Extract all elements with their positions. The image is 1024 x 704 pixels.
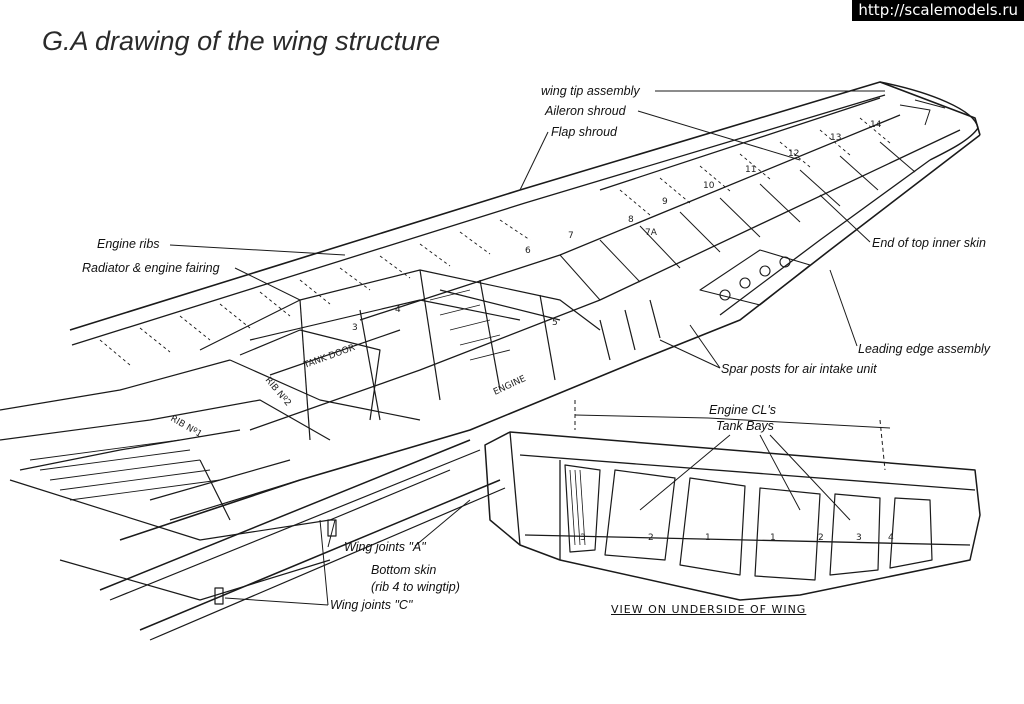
tank-bay-hatching (569, 469, 586, 546)
bay-number: 3 (580, 533, 586, 543)
bay-number: 1 (705, 533, 711, 543)
bay-number: 2 (818, 533, 824, 543)
engine-bay-ribs (429, 289, 511, 361)
label-wing-joints-a: Wing joints "A" (344, 540, 426, 554)
main-spar (249, 129, 961, 431)
drawing-annotations: TANK DOOR RIB Nº2 RIB Nº1 ENGINE 3 4 5 6… (169, 120, 895, 543)
tank-bay-frames (564, 464, 933, 581)
main-wing (0, 81, 981, 641)
inner-bay (199, 269, 601, 441)
bay-number: 1 (770, 533, 776, 543)
watermark-url: http://scalemodels.ru (852, 0, 1024, 21)
bay-number: 3 (856, 533, 862, 543)
leader-spar-posts (659, 339, 721, 369)
rib-number: 6 (525, 246, 531, 256)
leader-tank-bays (639, 434, 731, 511)
lower-boom-2 (139, 479, 501, 631)
leader-wing-joints-c (224, 597, 329, 606)
label-flap-shroud: Flap shroud (551, 125, 618, 139)
bay-number: 2 (648, 533, 654, 543)
rib-number: 3 (352, 323, 358, 333)
rib-number: 8 (628, 215, 634, 225)
rib-number: 7 (568, 231, 574, 241)
flap-hatching (99, 219, 531, 366)
rib-number: 7A (645, 228, 658, 238)
label-bottom-skin-range: (rib 4 to wingtip) (371, 580, 460, 594)
wing-tip (879, 81, 979, 161)
rib-number: 14 (870, 120, 882, 130)
aileron-hatching (619, 117, 891, 216)
outer-ribs (559, 141, 916, 301)
leader-top-skin (819, 194, 871, 243)
rib-1-text: RIB Nº1 (169, 414, 204, 440)
leading-edge-assembly (699, 249, 811, 306)
label-wing-joints-c: Wing joints "C" (330, 598, 413, 612)
leader-engine-ribs (169, 244, 346, 256)
spar-posts (599, 299, 661, 361)
leader-wing-joints-a (327, 519, 336, 548)
tank-door-text: TANK DOOR (302, 343, 357, 371)
underside-view (484, 431, 981, 601)
leader-bottom-skin (414, 499, 471, 547)
rib-number: 11 (745, 165, 756, 175)
rib-number: 10 (703, 181, 715, 191)
leader-flap (519, 131, 549, 191)
wingtip-hardware (899, 99, 946, 126)
inboard-section (0, 359, 451, 601)
leader-radiator (234, 267, 301, 301)
label-leading-edge-assembly: Leading edge assembly (858, 342, 991, 356)
label-tank-bays: Tank Bays (716, 419, 774, 433)
label-spar-posts: Spar posts for air intake unit (721, 362, 877, 376)
lower-boom-1 (99, 439, 471, 591)
wing-joint-c-clip (214, 587, 224, 605)
inboard-holes (29, 439, 221, 501)
rib-number: 13 (830, 133, 841, 143)
wing-joint-a-clip (327, 519, 337, 537)
rib-number: 4 (395, 305, 401, 315)
rib-number: 12 (788, 149, 799, 159)
label-engine-ribs: Engine ribs (97, 237, 160, 251)
leader-aileron (637, 110, 801, 161)
label-aileron-shroud: Aileron shroud (545, 104, 626, 118)
label-end-of-top-inner-skin: End of top inner skin (872, 236, 986, 250)
label-wing-tip-assembly: wing tip assembly (541, 84, 640, 98)
label-bottom-skin: Bottom skin (371, 563, 437, 577)
label-engine-cls: Engine CL's (709, 403, 777, 417)
caption-underside-view: VIEW ON UNDERSIDE OF WING (611, 603, 807, 616)
rib-number: 9 (662, 197, 668, 207)
leader-lines (169, 90, 891, 606)
label-radiator-engine-fairing: Radiator & engine fairing (82, 261, 220, 275)
leader-engine-cl (707, 417, 891, 429)
bay-number: 4 (888, 533, 894, 543)
page-title: G.A drawing of the wing structure (42, 26, 441, 56)
leader-leading-edge (829, 269, 858, 347)
rib-number: 5 (552, 318, 558, 328)
